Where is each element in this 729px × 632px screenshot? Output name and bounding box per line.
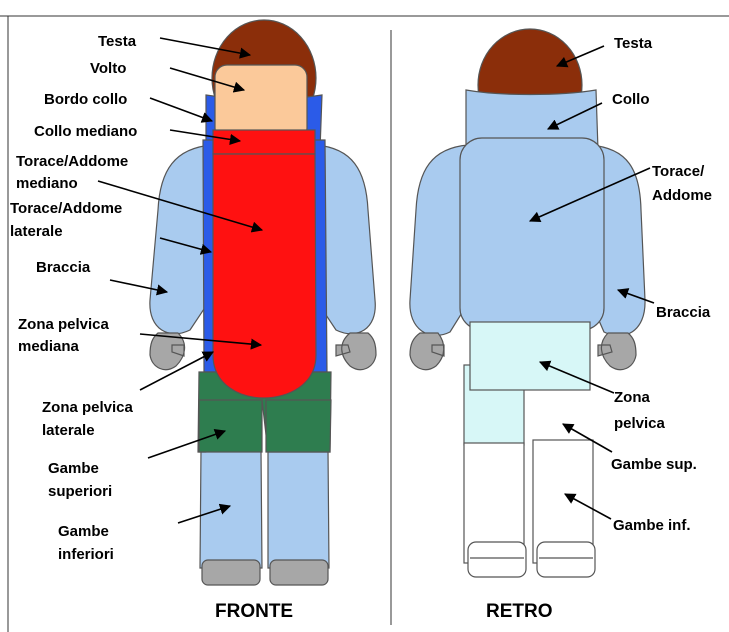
label-torace-laterale-2: laterale — [10, 223, 63, 240]
label-braccia-back: Braccia — [656, 304, 711, 321]
label-gambe-inf-2: inferiori — [58, 546, 114, 563]
label-torace-mediano-2: mediano — [16, 175, 78, 192]
label-gambe-sup-1: Gambe — [48, 460, 99, 477]
label-torace-mediano-1: Torace/Addome — [16, 153, 128, 170]
back-pelvic — [470, 322, 590, 390]
back-left-hand — [410, 333, 444, 370]
back-left-boot — [468, 542, 526, 577]
front-right-boot — [270, 560, 328, 585]
front-left-leg — [200, 450, 262, 568]
label-gambe-inf-back: Gambe inf. — [613, 517, 691, 534]
label-collo-mediano: Collo mediano — [34, 123, 137, 140]
front-left-boot — [202, 560, 260, 585]
label-gambe-sup-back: Gambe sup. — [611, 456, 697, 473]
back-right-hand — [598, 333, 636, 370]
label-collo-back: Collo — [612, 91, 650, 108]
label-pelvica-mediana-2: mediana — [18, 338, 80, 355]
label-pelvica-mediana-1: Zona pelvica — [18, 316, 110, 333]
front-right-leg — [268, 450, 329, 568]
front-figure — [150, 20, 376, 585]
label-pelvica-laterale-1: Zona pelvica — [42, 399, 134, 416]
front-torso-median — [213, 154, 316, 398]
back-figure — [410, 29, 645, 577]
title-fronte: FRONTE — [215, 601, 293, 622]
label-testa-front: Testa — [98, 33, 137, 50]
front-neck-median — [213, 130, 315, 154]
label-gambe-inf-1: Gambe — [58, 523, 109, 540]
back-right-boot — [537, 542, 595, 577]
label-bordo-collo: Bordo collo — [44, 91, 127, 108]
back-torso — [460, 138, 604, 330]
title-retro: RETRO — [486, 601, 553, 622]
front-face — [215, 65, 307, 140]
label-pelvica-back-2: pelvica — [614, 415, 666, 432]
label-pelvica-laterale-2: laterale — [42, 422, 95, 439]
label-torace-back-2: Addome — [652, 187, 712, 204]
label-testa-back: Testa — [614, 35, 653, 52]
label-torace-laterale-1: Torace/Addome — [10, 200, 122, 217]
label-torace-back-1: Torace/ — [652, 163, 705, 180]
label-volto: Volto — [90, 60, 126, 77]
arrow-bordo-collo — [150, 98, 212, 121]
label-pelvica-back-1: Zona — [614, 389, 650, 406]
front-right-hand — [336, 333, 376, 370]
front-left-hand — [150, 333, 185, 370]
label-braccia-front: Braccia — [36, 259, 91, 276]
label-gambe-sup-2: superiori — [48, 483, 112, 500]
